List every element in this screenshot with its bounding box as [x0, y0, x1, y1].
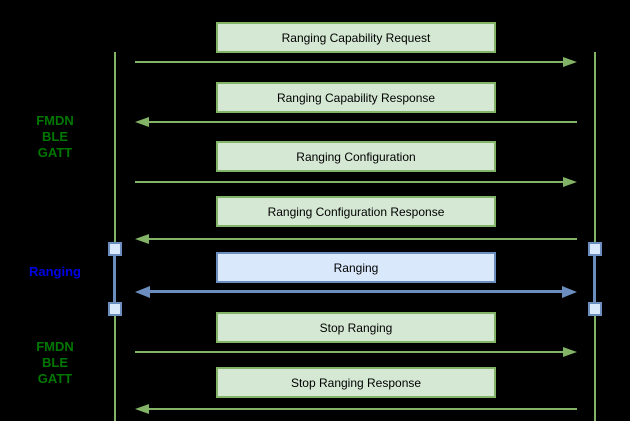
phase-label-line: BLE — [42, 355, 68, 370]
arrow-stop-ranging — [135, 346, 577, 358]
arrowhead-right-icon — [563, 57, 577, 67]
arrow-shaft — [135, 61, 566, 63]
phase-label-fmdn-ble-gatt-bottom: FMDN BLE GATT — [13, 339, 97, 387]
arrowhead-left-icon — [135, 404, 149, 414]
message-label: Ranging Configuration Response — [267, 204, 445, 219]
arrowhead-right-icon — [563, 347, 577, 357]
message-label: Ranging Configuration — [296, 149, 416, 164]
message-box-ranging-configuration-response: Ranging Configuration Response — [216, 196, 496, 227]
message-label: Ranging Capability Request — [281, 30, 431, 45]
arrow-shaft — [146, 408, 577, 410]
message-label: Stop Ranging — [319, 320, 393, 335]
arrowhead-left-icon — [135, 234, 149, 244]
arrow-shaft — [135, 181, 566, 183]
activation-node-left-top — [108, 242, 122, 256]
message-label: Ranging — [333, 260, 379, 275]
arrow-ranging-capability-response — [135, 116, 577, 128]
message-label: Ranging Capability Response — [276, 90, 436, 105]
message-box-ranging: Ranging — [216, 252, 496, 283]
arrowhead-left-icon — [135, 117, 149, 127]
phase-label-fmdn-ble-gatt-top: FMDN BLE GATT — [13, 113, 97, 161]
lifeline-right-ranging-segment — [593, 254, 596, 303]
message-box-stop-ranging-response: Stop Ranging Response — [216, 367, 496, 398]
phase-label-line: GATT — [37, 371, 73, 386]
message-box-ranging-capability-response: Ranging Capability Response — [216, 82, 496, 113]
phase-label-line: FMDN — [36, 339, 74, 354]
phase-label-ranging: Ranging — [13, 264, 97, 280]
arrowhead-left-icon — [135, 286, 150, 298]
message-box-ranging-configuration: Ranging Configuration — [216, 141, 496, 172]
phase-label-line: GATT — [37, 145, 73, 160]
arrow-ranging-capability-request — [135, 56, 577, 68]
arrow-shaft — [146, 290, 566, 293]
arrow-shaft — [146, 238, 577, 240]
phase-label-line: FMDN — [36, 113, 74, 128]
phase-label-line: BLE — [42, 129, 68, 144]
message-label: Stop Ranging Response — [290, 375, 422, 390]
arrow-ranging-configuration-response — [135, 233, 577, 245]
message-box-ranging-capability-request: Ranging Capability Request — [216, 22, 496, 53]
activation-node-left-bottom — [108, 302, 122, 316]
lifeline-left-ranging-segment — [113, 254, 116, 303]
lifeline-left — [114, 52, 116, 421]
lifeline-right — [594, 52, 596, 421]
arrow-shaft — [135, 351, 566, 353]
arrowhead-right-icon — [563, 177, 577, 187]
message-box-stop-ranging: Stop Ranging — [216, 312, 496, 343]
arrow-ranging-bidirectional — [135, 286, 577, 298]
activation-node-right-top — [588, 242, 602, 256]
arrow-ranging-configuration — [135, 176, 577, 188]
arrow-shaft — [146, 121, 577, 123]
activation-node-right-bottom — [588, 302, 602, 316]
arrow-stop-ranging-response — [135, 403, 577, 415]
phase-label-line: Ranging — [29, 264, 81, 279]
arrowhead-right-icon — [562, 286, 577, 298]
